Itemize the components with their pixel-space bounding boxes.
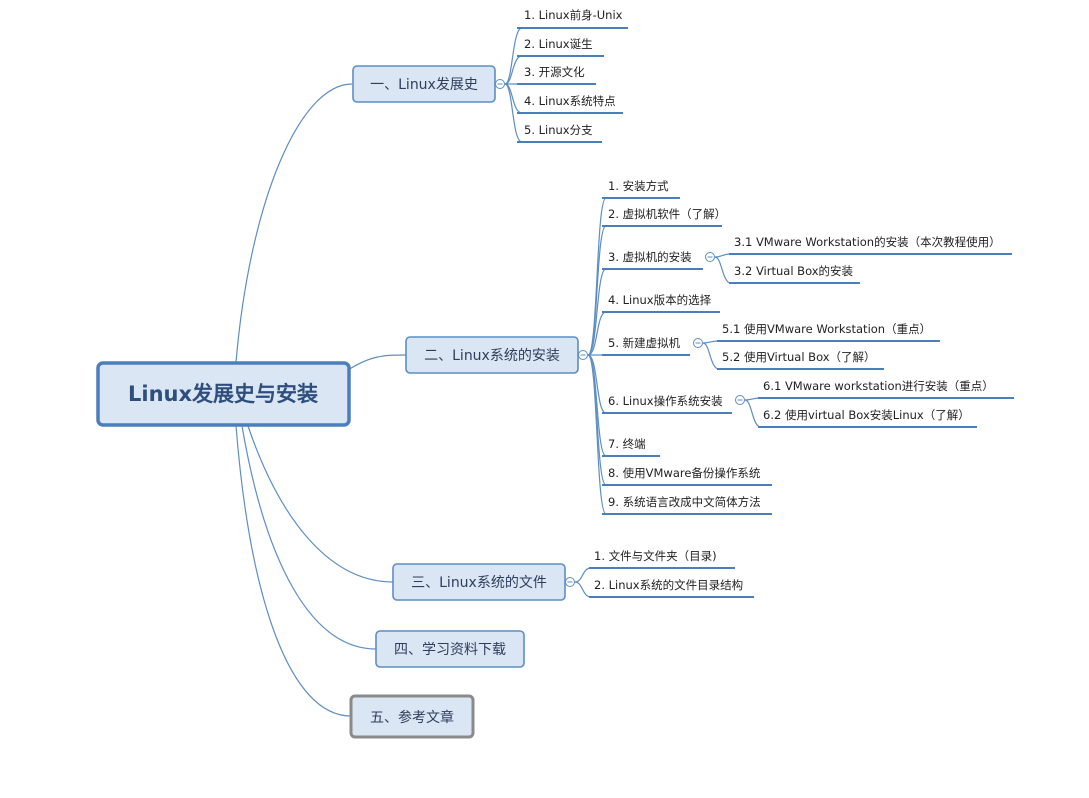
- subtopic-2-6[interactable]: 6. Linux操作系统安装: [608, 394, 723, 408]
- root-topic[interactable]: Linux发展史与安装: [96, 361, 351, 427]
- connector-root-branch-3: [247, 425, 394, 583]
- subtopic-1-2[interactable]: 2. Linux诞生: [524, 37, 593, 51]
- connector-b2-c3: [587, 268, 607, 356]
- connector-b2-c6-s2: [744, 399, 762, 428]
- subtopic-2-4[interactable]: 4. Linux版本的选择: [608, 293, 712, 307]
- subtopic-2-9[interactable]: 9. 系统语言改成中文简体方法: [608, 495, 761, 509]
- connector-b2-c5-s2: [702, 342, 720, 370]
- connector-b2-c3-s1: [714, 253, 732, 258]
- branch-topic-5[interactable]: 五、参考文章: [349, 694, 475, 739]
- subtopic-2-2[interactable]: 2. 虚拟机软件（了解）: [608, 207, 726, 221]
- subtopic-3-2[interactable]: 2. Linux系统的文件目录结构: [594, 578, 743, 592]
- subtopic-2-1[interactable]: 1. 安装方式: [608, 179, 669, 193]
- branch-topic-1[interactable]: 一、Linux发展史: [352, 65, 496, 103]
- branch-topic-1-label: 一、Linux发展史: [370, 77, 478, 93]
- subtopic-1-1[interactable]: 1. Linux前身-Unix: [524, 8, 623, 22]
- connector-b2-c3-s2: [714, 256, 732, 284]
- connector-root-branch-5: [235, 425, 352, 717]
- collapse-toggle-b2-c3[interactable]: [705, 252, 715, 262]
- subtopic-1-4[interactable]: 4. Linux系统特点: [524, 94, 616, 108]
- subtopic-1-3[interactable]: 3. 开源文化: [524, 65, 585, 79]
- connector-root-branch-4: [241, 425, 377, 650]
- connector-root-branch-1: [235, 83, 353, 363]
- subtopic-2-7[interactable]: 7. 终端: [608, 437, 646, 451]
- subtopic-2-3-2[interactable]: 3.2 Virtual Box的安装: [734, 264, 854, 278]
- collapse-toggle-b1[interactable]: [495, 79, 505, 89]
- branch-topic-3[interactable]: 三、Linux系统的文件: [392, 563, 566, 601]
- connector-b3-c1: [574, 567, 592, 583]
- collapse-toggle-b2[interactable]: [578, 350, 588, 360]
- connector-b2-c4: [587, 311, 607, 356]
- branch-topic-4[interactable]: 四、学习资料下载: [375, 630, 525, 668]
- connector-b1-c5: [504, 83, 523, 143]
- subtopic-2-8[interactable]: 8. 使用VMware备份操作系统: [608, 466, 761, 480]
- collapse-toggle-b3[interactable]: [565, 577, 575, 587]
- connector-root-branch-2: [344, 354, 407, 373]
- root-topic-label: Linux发展史与安装: [128, 382, 318, 406]
- connector-b2-c5-s1: [702, 340, 720, 344]
- connector-b2-c9: [587, 354, 607, 515]
- subtopic-2-3[interactable]: 3. 虚拟机的安装: [608, 250, 692, 264]
- connector-b2-c2: [587, 225, 607, 356]
- subtopic-2-3-1[interactable]: 3.1 VMware Workstation的安装（本次教程使用）: [734, 235, 1001, 249]
- subtopic-2-6-2[interactable]: 6.2 使用virtual Box安装Linux（了解）: [763, 408, 970, 422]
- subtopic-2-6-1[interactable]: 6.1 VMware workstation进行安装（重点）: [763, 379, 994, 393]
- subtopic-2-5-2[interactable]: 5.2 使用Virtual Box（了解）: [722, 350, 876, 364]
- branch-topic-2[interactable]: 二、Linux系统的安装: [405, 336, 579, 374]
- topic-underlines: [517, 27, 1014, 598]
- collapse-toggle-b2-c5[interactable]: [693, 338, 703, 348]
- branch-topic-2-label: 二、Linux系统的安装: [424, 348, 560, 364]
- subtopic-1-5[interactable]: 5. Linux分支: [524, 123, 593, 137]
- subtopic-2-5[interactable]: 5. 新建虚拟机: [608, 336, 681, 350]
- branch-topic-4-label: 四、学习资料下载: [394, 642, 506, 658]
- collapse-toggle-b2-c6[interactable]: [735, 395, 745, 405]
- subtopic-2-5-1[interactable]: 5.1 使用VMware Workstation（重点）: [722, 322, 931, 336]
- branch-topic-3-label: 三、Linux系统的文件: [411, 575, 547, 591]
- branch-topic-5-label: 五、参考文章: [370, 709, 454, 726]
- connector-b3-c2: [574, 581, 592, 598]
- connector-b2-c8: [587, 354, 607, 486]
- subtopic-3-1[interactable]: 1. 文件与文件夹（目录): [594, 549, 717, 563]
